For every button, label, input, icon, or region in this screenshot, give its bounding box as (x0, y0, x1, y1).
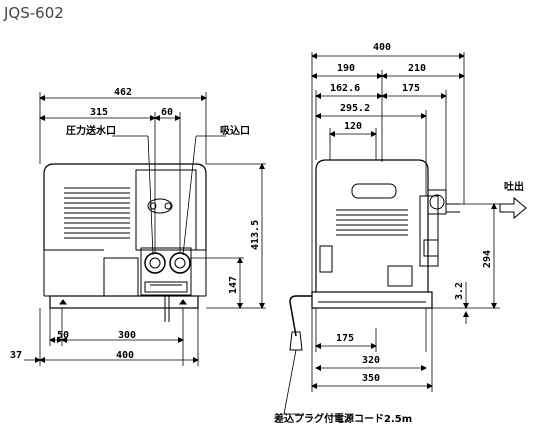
dim-350: 350 (362, 373, 380, 384)
dim-50: 50 (57, 330, 69, 341)
dim-162-6: 162.6 (330, 83, 360, 94)
dim-37: 37 (10, 350, 22, 361)
dim-175-top: 175 (402, 83, 420, 94)
dim-320: 320 (362, 355, 380, 366)
side-dimensions (283, 52, 500, 415)
power-cord (289, 295, 312, 337)
dim-120: 120 (344, 121, 362, 132)
leader-power-cord (283, 349, 300, 415)
side-handle (351, 183, 397, 199)
dim-294: 294 (482, 250, 493, 268)
side-vents (336, 209, 408, 236)
front-vents (64, 187, 130, 239)
dim-413-5: 413.5 (250, 220, 261, 250)
discharge-port-circle (144, 252, 166, 274)
tank-panel (103, 257, 139, 297)
side-pump (419, 195, 439, 267)
front-housing (43, 163, 207, 250)
dim-3-2: 3.2 (454, 282, 465, 300)
front-view (43, 163, 207, 322)
dim-295-2: 295.2 (340, 103, 370, 114)
label-discharge: 吐出 (504, 180, 524, 193)
side-base (311, 291, 433, 309)
label-discharge-port: 圧力送水口 (66, 124, 116, 137)
pump-head (140, 247, 192, 296)
dim-400: 400 (116, 350, 134, 361)
dim-60: 60 (161, 107, 173, 118)
dim-462: 462 (114, 87, 132, 98)
dim-300: 300 (118, 330, 136, 341)
dim-400-top: 400 (373, 42, 391, 53)
side-housing (315, 159, 429, 292)
side-panel (387, 265, 413, 287)
dim-147: 147 (228, 276, 239, 294)
label-power-cord: 差込プラグ付電源コード2.5m (274, 412, 412, 425)
dim-175-bottom: 175 (336, 333, 354, 344)
leader-discharge (112, 135, 154, 256)
side-view (289, 159, 460, 351)
leader-suction (182, 135, 226, 256)
side-dim-texts: 400 190 210 162.6 175 295.2 120 294 3.2 … (274, 42, 524, 425)
discharge-arrow (499, 196, 527, 220)
suction-port-circle (169, 252, 191, 274)
dim-315: 315 (90, 107, 108, 118)
front-dim-texts: 462 315 60 413.5 147 50 300 400 37 圧力送水口… (10, 87, 261, 361)
front-base (49, 295, 199, 309)
front-dimensions (24, 92, 266, 366)
dim-210: 210 (408, 63, 426, 74)
model-number: JQS-602 (4, 4, 64, 22)
dim-190: 190 (337, 63, 355, 74)
pipe-housing (135, 169, 197, 251)
label-suction-port: 吸込口 (220, 124, 250, 137)
